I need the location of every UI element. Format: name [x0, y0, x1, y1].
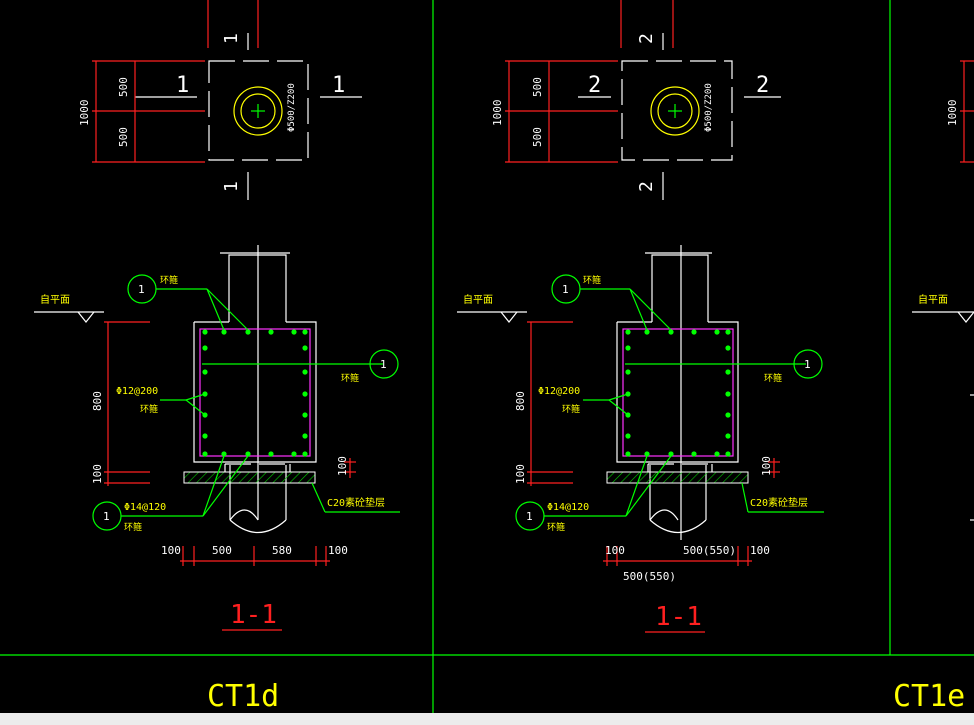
bottom-strip — [0, 713, 974, 725]
dim-bottom-1: 500(550) — [683, 544, 736, 557]
pile-inner-circle — [240, 93, 276, 129]
plan-dim-total: 1000 — [491, 100, 504, 127]
dim-pad: 100 — [760, 456, 773, 476]
rebar-top-label: 环箍 — [583, 274, 601, 286]
section-caption: 1-1 — [230, 600, 277, 630]
section-mark-left: 2 — [588, 73, 601, 98]
ground-label: 自平面 — [40, 293, 70, 306]
stirrup-sub: 环箍 — [562, 403, 580, 415]
dim-height: 800 — [91, 391, 104, 411]
pile-label: Φ500/Z200 — [704, 83, 714, 132]
section-caption: 1-1 — [655, 602, 702, 632]
plan-dim-bottom: 500 — [117, 127, 130, 147]
plan-dim-top: 500 — [531, 77, 544, 97]
dim-bottom-2: 580 — [272, 544, 292, 557]
pile-outer-circle — [650, 86, 700, 136]
callout-top-number: 1 — [138, 283, 145, 296]
section-mark-bottom: 1 — [221, 181, 242, 192]
concrete-pad — [606, 471, 749, 484]
dim-bottom-total: 500(550) — [623, 570, 676, 583]
callout-top-number: 1 — [562, 283, 569, 296]
rebar-dots — [202, 329, 308, 457]
dim-bottom-0: 100 — [161, 544, 181, 557]
pile-outer-circle — [233, 86, 283, 136]
panel-title: CT1e — [893, 679, 965, 714]
section-mark-left: 1 — [176, 73, 189, 98]
dim-bottom-3: 100 — [328, 544, 348, 557]
bottom-rebar-sub: 环箍 — [547, 521, 565, 533]
dim-pad: 100 — [336, 456, 349, 476]
callout-right-number: 1 — [804, 358, 811, 371]
section-mark-bottom: 2 — [636, 181, 657, 192]
bottom-rebar-sub: 环箍 — [124, 521, 142, 533]
right-callout-label: 环箍 — [341, 372, 359, 384]
pile-label: Φ500/Z200 — [287, 83, 297, 132]
section-mark-right: 2 — [756, 73, 769, 98]
partial-ground-label: 自平面 — [918, 293, 948, 306]
callout-right-circle — [793, 349, 823, 379]
bottom-rebar-label: Φ14@120 — [124, 502, 166, 513]
callout-bottom-number: 1 — [526, 510, 533, 523]
panel-ct1e: Φ500/Z200 2 2 2 2 1000 500 500 — [457, 0, 965, 714]
plan-dim-total: 1000 — [78, 100, 91, 127]
stirrup-label: Φ12@200 — [538, 386, 580, 397]
plan-dim-top: 500 — [117, 77, 130, 97]
callout-bottom-number: 1 — [103, 510, 110, 523]
stirrup-outline — [199, 328, 311, 457]
right-callout-label: 环箍 — [764, 372, 782, 384]
pad-label: C20素砼垫层 — [327, 496, 385, 509]
dim-cover: 100 — [91, 464, 104, 484]
pad-label: C20素砼垫层 — [750, 496, 808, 509]
dim-bottom-2: 100 — [750, 544, 770, 557]
ground-label: 自平面 — [463, 293, 493, 306]
stirrup-label: Φ12@200 — [116, 386, 158, 397]
panel-ct1d: Φ500/Z200 1 1 1 1 1000 500 500 — [34, 0, 400, 714]
callout-right-circle — [369, 349, 399, 379]
panel-title: CT1d — [207, 679, 279, 714]
rebar-top-label: 环箍 — [160, 274, 178, 286]
stirrup-outline — [622, 328, 734, 457]
concrete-pad — [183, 471, 316, 484]
section-view: 自平面 1 环箍 1 环箍 Φ12@200 环箍 1 Φ14@120 环箍 C2… — [457, 245, 824, 583]
section-mark-top: 1 — [221, 33, 242, 44]
partial-panel: 1000 自平面 — [912, 60, 974, 521]
section-mark-right: 1 — [332, 73, 345, 98]
callout-right-number: 1 — [380, 358, 387, 371]
dim-cover: 100 — [514, 464, 527, 484]
plan-view: Φ500/Z200 2 2 2 2 1000 500 500 — [491, 33, 781, 200]
plan-dim-bottom: 500 — [531, 127, 544, 147]
dim-bottom-0: 100 — [605, 544, 625, 557]
section-mark-top: 2 — [636, 33, 657, 44]
stirrup-sub: 环箍 — [140, 403, 158, 415]
dim-height: 800 — [514, 391, 527, 411]
rebar-dots — [625, 329, 731, 457]
section-view: 自平面 1 环箍 1 环箍 Φ12@200 环箍 1 Φ14@120 — [34, 245, 400, 566]
dim-bottom-1: 500 — [212, 544, 232, 557]
bottom-rebar-label: Φ14@120 — [547, 502, 589, 513]
plan-view: Φ500/Z200 1 1 1 1 1000 500 500 — [78, 33, 362, 200]
pile-inner-circle — [657, 93, 693, 129]
partial-dim-total: 1000 — [946, 100, 959, 127]
